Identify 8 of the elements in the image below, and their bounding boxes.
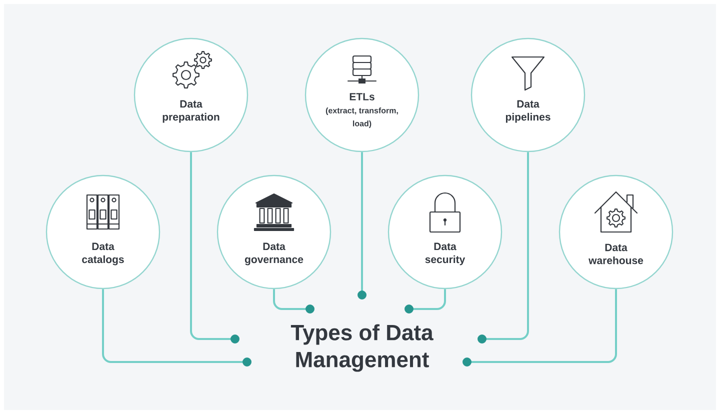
- connector-line: [404, 289, 446, 314]
- connector-line: [273, 289, 314, 314]
- connector-line: [358, 152, 366, 300]
- connector-line: [478, 152, 529, 344]
- connector-line: [102, 289, 252, 366]
- connector-line: [462, 289, 617, 366]
- connector-line: [190, 152, 240, 344]
- heading: Types of Data Management: [290, 324, 434, 372]
